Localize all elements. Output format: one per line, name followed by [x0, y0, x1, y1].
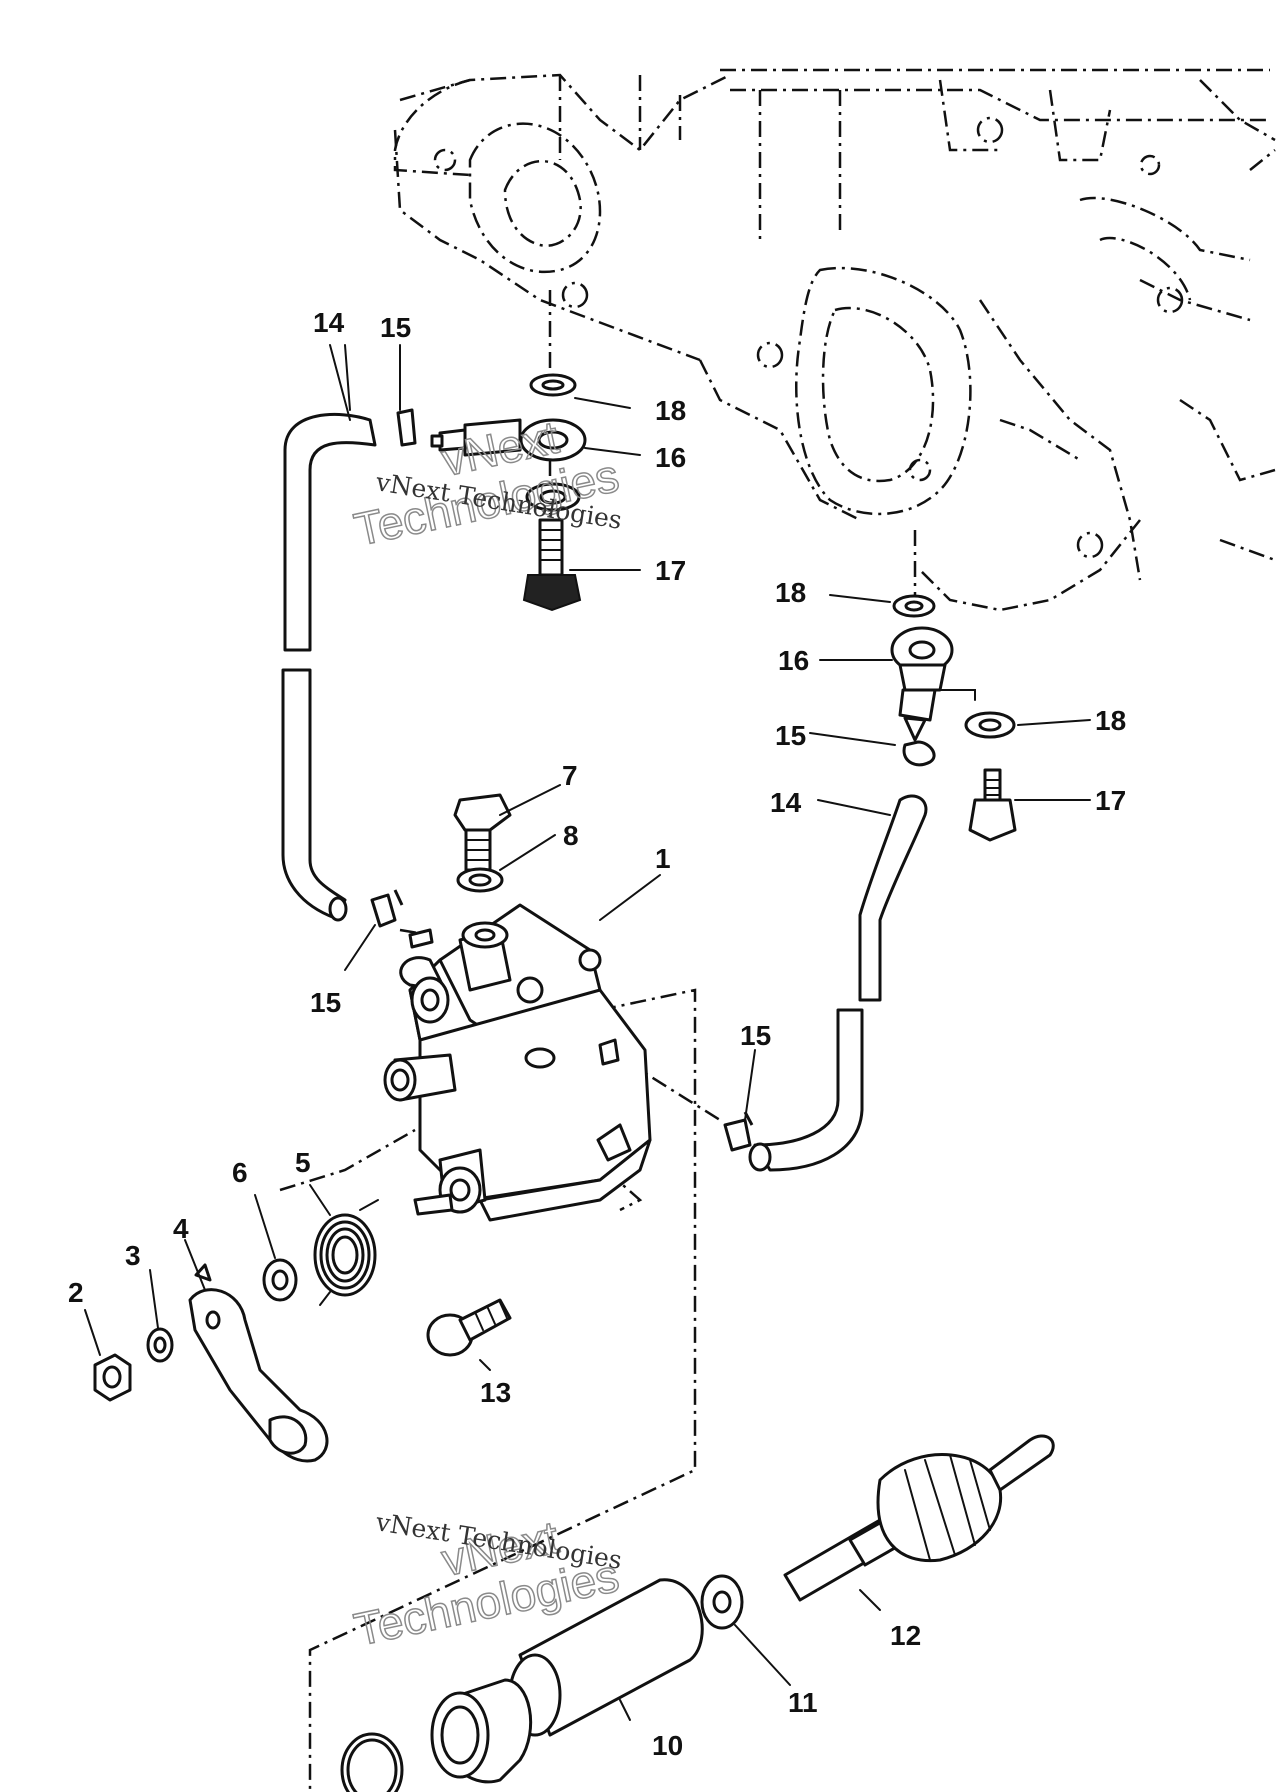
- engine-block-outline: [393, 68, 1276, 612]
- banjo-bolt-7: [453, 793, 512, 893]
- callout-15-right-top: 15: [775, 720, 806, 751]
- upper-left-fitting-group: [396, 373, 587, 612]
- callout-15-top: 15: [380, 312, 411, 343]
- callout-15-left: 15: [310, 987, 341, 1018]
- callout-12: 12: [890, 1620, 921, 1651]
- callout-14-left: 14: [313, 307, 345, 338]
- callout-5: 5: [295, 1147, 311, 1178]
- callout-1: 1: [655, 843, 671, 874]
- leader-lines: [84, 344, 1091, 1721]
- callout-17-top: 17: [655, 555, 686, 586]
- callout-8: 8: [563, 820, 579, 851]
- callout-11: 11: [788, 1687, 818, 1718]
- callout-6: 6: [232, 1157, 248, 1188]
- screw-13: [426, 1298, 512, 1357]
- callout-16-top: 16: [655, 442, 686, 473]
- oil-pump-body: [383, 903, 652, 1222]
- drive-shaft-assembly: [340, 1434, 1055, 1792]
- callout-18-top: 18: [655, 395, 686, 426]
- callout-2: 2: [68, 1277, 84, 1308]
- callout-13: 13: [480, 1377, 511, 1408]
- callout-10: 10: [652, 1730, 683, 1761]
- callout-4: 4: [173, 1213, 189, 1244]
- callout-16-right: 16: [778, 645, 809, 676]
- oil-hoses: [281, 412, 928, 1172]
- hose-clamps: [370, 889, 754, 1152]
- callout-7: 7: [562, 760, 578, 791]
- callout-15-right-bottom: 15: [740, 1020, 771, 1051]
- callout-labels: 14 15 18 16 17 18 16 15 18 14 17 7 8 1 1…: [68, 307, 1126, 1761]
- right-fitting-group: [890, 594, 1017, 842]
- callout-18-mid: 18: [775, 577, 806, 608]
- callout-3: 3: [125, 1240, 141, 1271]
- callout-18-right: 18: [1095, 705, 1126, 736]
- callout-17-right: 17: [1095, 785, 1126, 816]
- callout-14-right: 14: [770, 787, 802, 818]
